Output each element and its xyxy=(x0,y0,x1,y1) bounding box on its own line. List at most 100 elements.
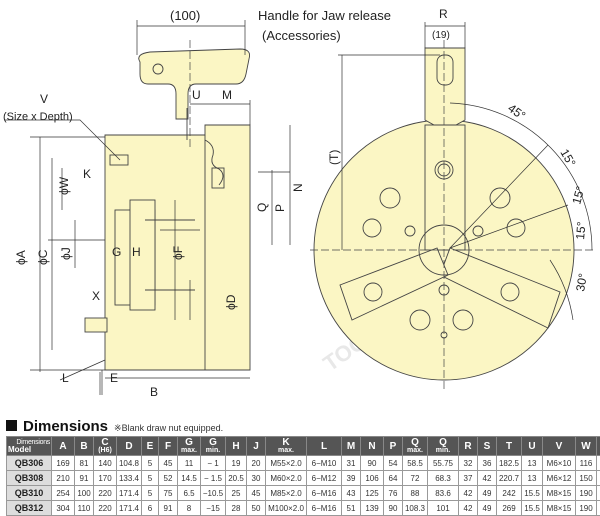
value-cell: 90 xyxy=(384,501,403,516)
value-cell: M6×10 xyxy=(543,456,576,471)
column-header-n: N xyxy=(361,437,384,456)
value-cell: 16 xyxy=(597,456,600,471)
value-cell: 45 xyxy=(159,456,178,471)
value-cell: 43 xyxy=(342,486,361,501)
header-letter: H xyxy=(232,441,239,452)
dimensions-note: ※Blank draw nut equipped. xyxy=(114,423,223,434)
value-cell: 6 xyxy=(142,501,159,516)
value-cell: 104.8 xyxy=(117,456,142,471)
label-angle-30: 30° xyxy=(573,272,590,292)
label-angle-15c: 15° xyxy=(573,221,589,240)
label-J: ϕJ xyxy=(59,247,73,260)
value-cell: 15.5 xyxy=(522,486,543,501)
value-cell: 15.5 xyxy=(522,501,543,516)
value-cell: M100×2.0 xyxy=(266,501,307,516)
value-cell: 171.4 xyxy=(117,501,142,516)
value-cell: 42 xyxy=(459,486,478,501)
value-cell: 254 xyxy=(52,486,75,501)
value-cell: 83.6 xyxy=(428,486,459,501)
value-cell: 42 xyxy=(478,471,497,486)
header-letter: M xyxy=(347,441,355,452)
value-cell: 101 xyxy=(428,501,459,516)
column-header-h: H xyxy=(226,437,247,456)
label-angle-15b: 15° xyxy=(569,184,587,205)
label-U: U xyxy=(192,88,201,102)
value-cell: 30 xyxy=(247,471,266,486)
value-cell: −15 xyxy=(201,501,226,516)
label-P: P xyxy=(273,204,287,212)
value-cell: 210 xyxy=(52,471,75,486)
value-cell: 64 xyxy=(384,471,403,486)
value-cell: 39 xyxy=(342,471,361,486)
front-view xyxy=(310,22,596,390)
value-cell: 81 xyxy=(75,456,94,471)
corner-model: Model xyxy=(7,446,51,453)
column-header-b: B xyxy=(75,437,94,456)
label-X: X xyxy=(92,289,100,303)
value-cell: 139 xyxy=(361,501,384,516)
value-cell: 14.5 xyxy=(178,471,201,486)
header-letter: J xyxy=(253,441,259,452)
label-N: N xyxy=(291,183,305,192)
value-cell: 51 xyxy=(342,501,361,516)
column-header-d: D xyxy=(117,437,142,456)
corner-header: Dimensions Model xyxy=(7,437,52,456)
header-letter: T xyxy=(506,441,512,452)
column-header-t: T xyxy=(497,437,522,456)
value-cell: 58.5 xyxy=(403,456,428,471)
value-cell: 6−M16 xyxy=(307,501,342,516)
value-cell: M85×2.0 xyxy=(266,486,307,501)
header-subscript: min. xyxy=(201,447,225,454)
value-cell: 55.75 xyxy=(428,456,459,471)
label-V: V xyxy=(40,92,48,106)
jaw-top xyxy=(425,125,465,250)
value-cell: M60×2.0 xyxy=(266,471,307,486)
value-cell: 220.7 xyxy=(497,471,522,486)
value-cell: 54 xyxy=(384,456,403,471)
value-cell: 32 xyxy=(459,456,478,471)
value-cell: − 1 xyxy=(201,456,226,471)
value-cell: 91 xyxy=(75,471,94,486)
value-cell: 150 xyxy=(576,471,597,486)
value-cell: 5 xyxy=(142,471,159,486)
label-K: K xyxy=(83,167,91,181)
value-cell: M8×15 xyxy=(543,501,576,516)
header-letter: B xyxy=(80,441,87,452)
value-cell: 75 xyxy=(159,486,178,501)
column-header-f: F xyxy=(159,437,178,456)
value-cell: 116 xyxy=(576,456,597,471)
header-letter: D xyxy=(125,441,132,452)
value-cell: M55×2.0 xyxy=(266,456,307,471)
handle-label: Handle for Jaw release xyxy=(258,8,391,23)
value-cell: 13 xyxy=(522,456,543,471)
header-letter: N xyxy=(368,441,375,452)
label-E: E xyxy=(110,371,118,385)
dimensions-heading: Dimensions ※Blank draw nut equipped. xyxy=(6,418,223,435)
label-L: L xyxy=(62,371,69,385)
dimensions-title: Dimensions xyxy=(23,418,108,435)
value-cell: 22 xyxy=(597,486,600,501)
model-cell: QB308 xyxy=(7,471,52,486)
column-header-e: E xyxy=(142,437,159,456)
label-W: ϕW xyxy=(57,176,71,195)
label-R19: (19) xyxy=(432,30,450,41)
value-cell: − 1.5 xyxy=(201,471,226,486)
value-cell: 8 xyxy=(178,501,201,516)
column-header-m: M xyxy=(342,437,361,456)
column-header-a: A xyxy=(52,437,75,456)
value-cell: 133.4 xyxy=(117,471,142,486)
value-cell: 170 xyxy=(94,471,117,486)
value-cell: 190 xyxy=(576,501,597,516)
value-cell: 304 xyxy=(52,501,75,516)
value-cell: 90 xyxy=(361,456,384,471)
chuck-technical-drawing: TOOL ARENA (100) Handle for Jaw release … xyxy=(0,0,600,415)
column-header-x: X xyxy=(597,437,600,456)
jaw-release-handle xyxy=(139,49,250,119)
model-cell: QB312 xyxy=(7,501,52,516)
label-Q: Q xyxy=(255,203,269,212)
heading-square-icon xyxy=(6,420,17,431)
column-header-u: U xyxy=(522,437,543,456)
